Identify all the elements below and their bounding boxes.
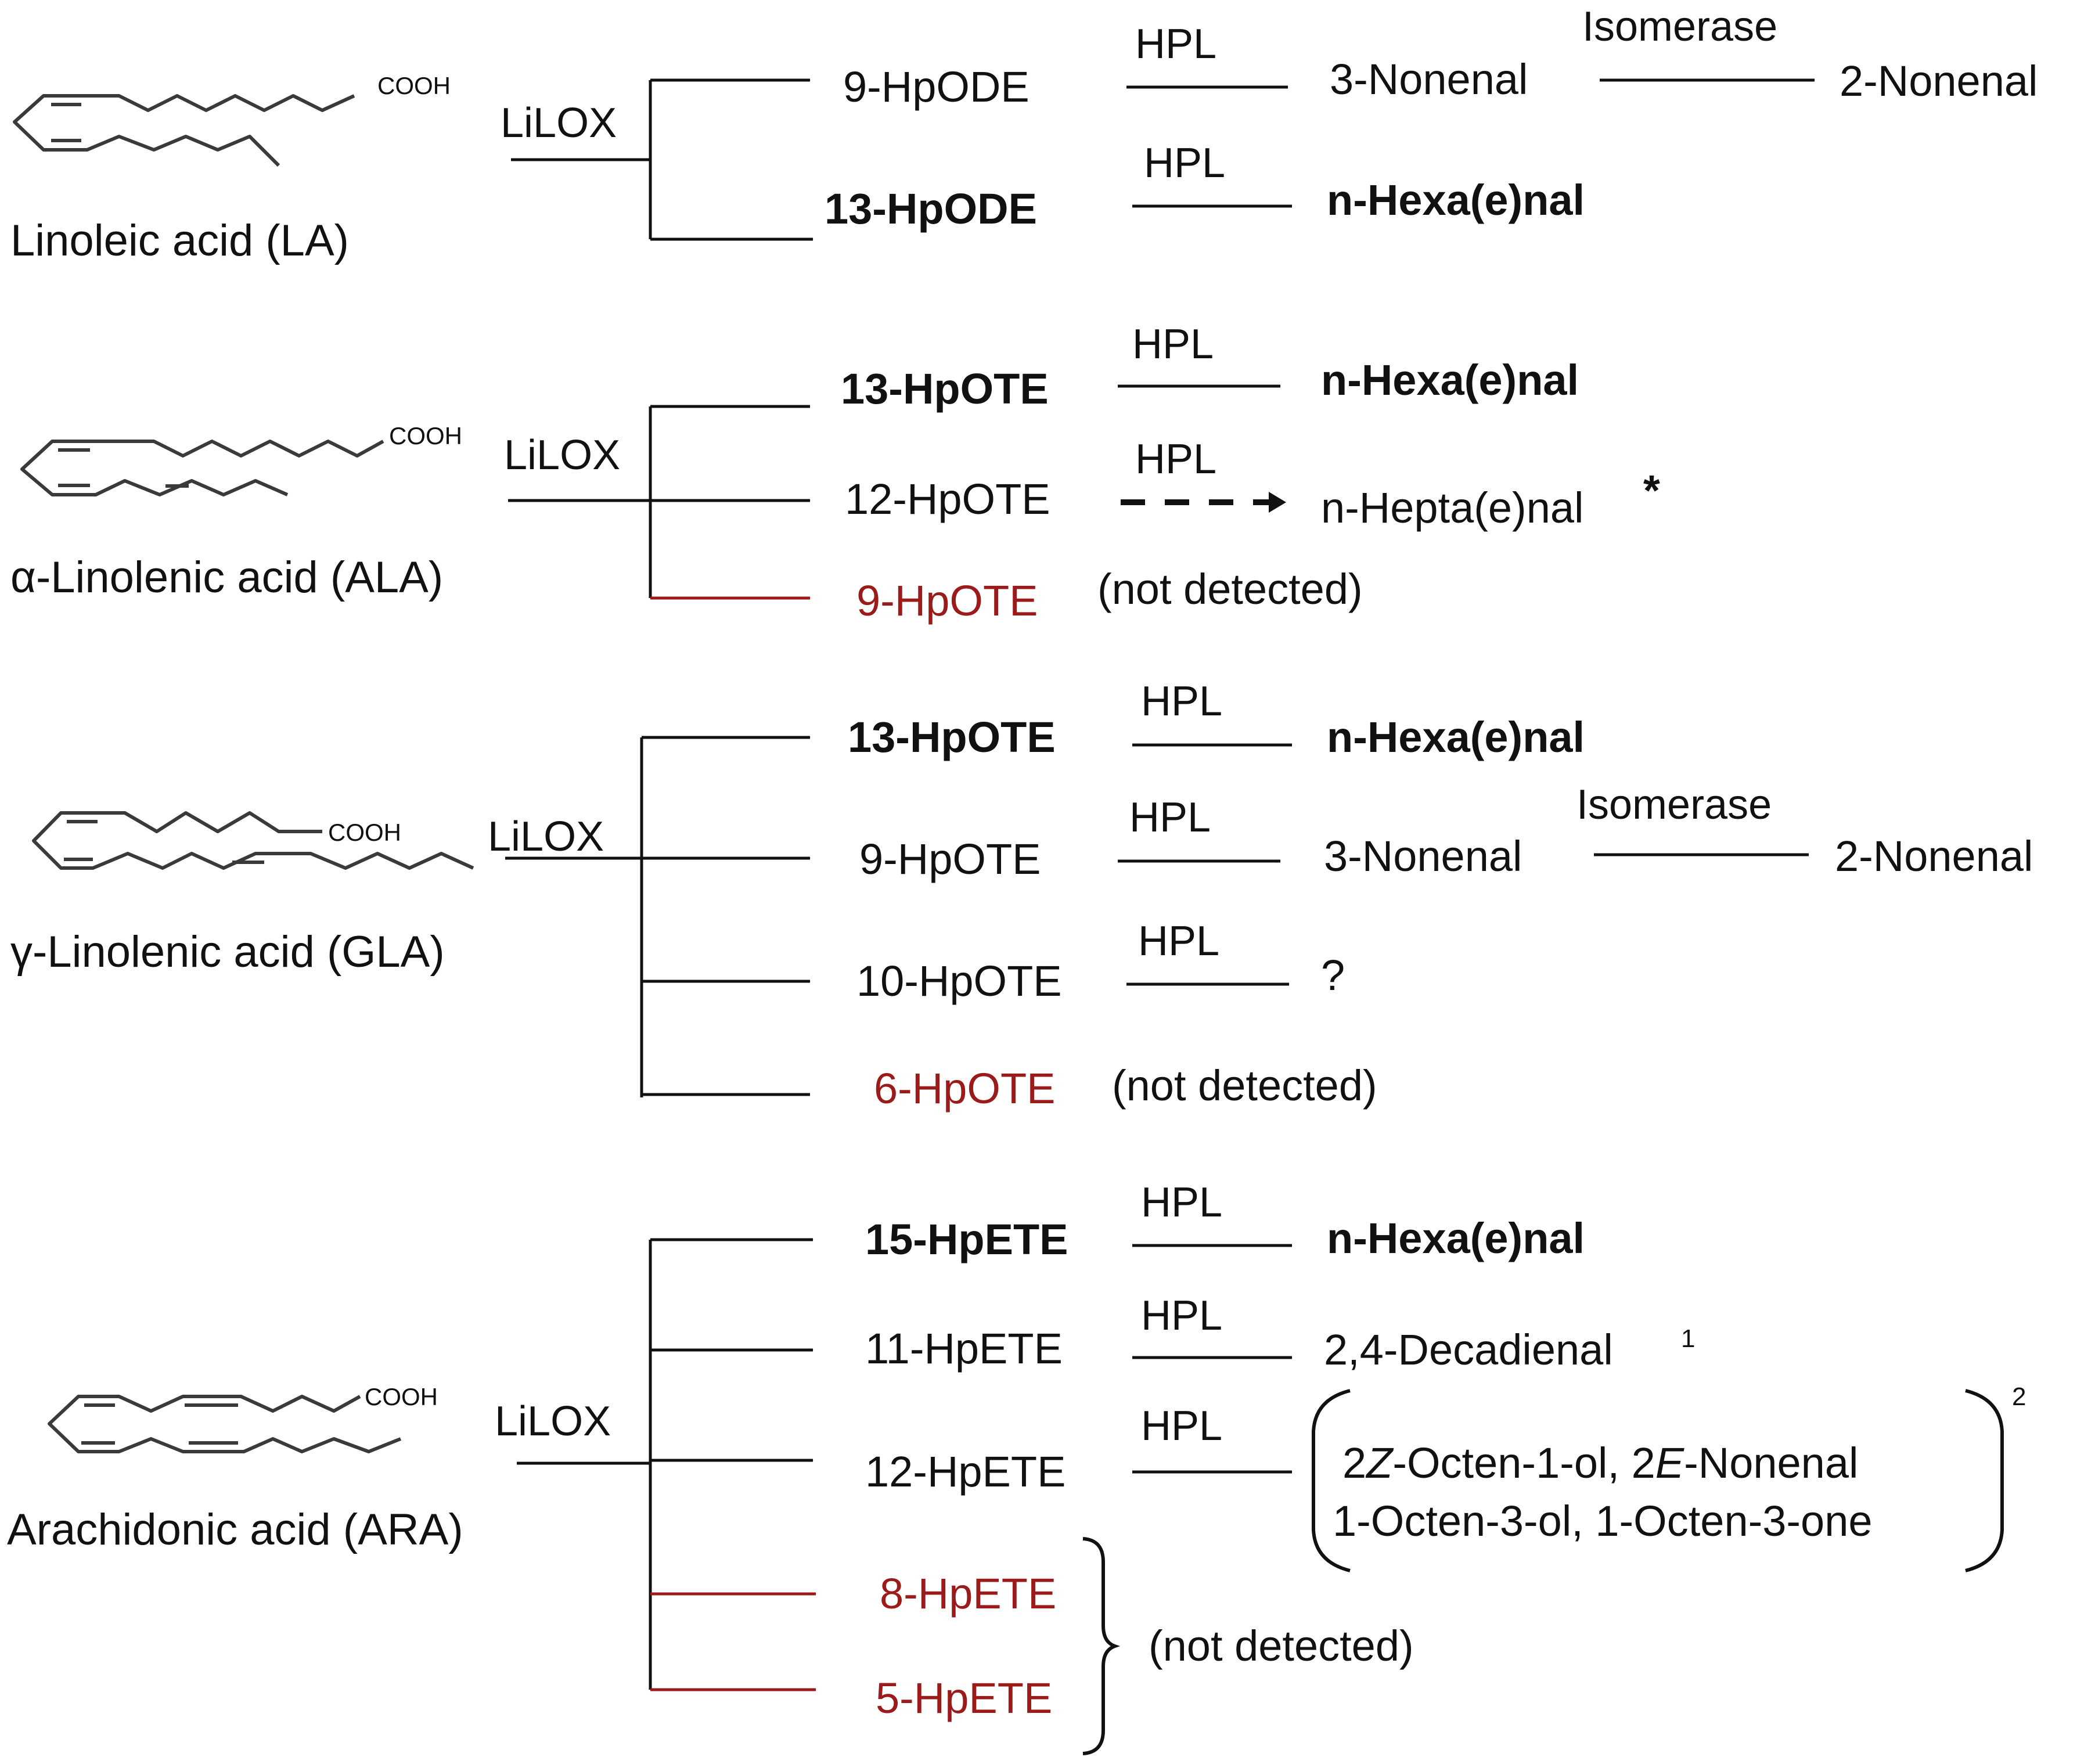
ala-n-hexaenal: n-Hexa(e)nal xyxy=(1321,356,1579,404)
gla-hpl-label-2: HPL xyxy=(1129,794,1211,841)
gamma-linolenic-acid-structure xyxy=(32,811,474,870)
ara-n-hexaenal: n-Hexa(e)nal xyxy=(1327,1214,1585,1262)
ara-footnote-2: 2 xyxy=(2012,1383,2026,1411)
ara-15-hpete: 15-HpETE xyxy=(865,1215,1068,1263)
ara-12-hpete: 12-HpETE xyxy=(865,1448,1066,1496)
gla-isomerase-label: Isomerase xyxy=(1576,782,1772,828)
gla-n-hexaenal: n-Hexa(e)nal xyxy=(1327,713,1585,761)
gla-substrate-label: γ-Linolenic acid (GLA) xyxy=(10,927,445,977)
la-isomerase-label: Isomerase xyxy=(1582,3,1777,50)
gla-hpl-label-1: HPL xyxy=(1141,678,1222,725)
ara-cooh-label: COOH xyxy=(365,1383,438,1410)
gla-13-hpote: 13-HpOTE xyxy=(848,713,1056,761)
ara-product-line-1: 2Z-Octen-1-ol, 2E-Nonenal xyxy=(1342,1439,1858,1487)
ara-substrate-label: Arachidonic acid (ARA) xyxy=(7,1505,463,1554)
ara-hpl-label-3: HPL xyxy=(1141,1403,1222,1449)
gla-3-nonenal: 3-Nonenal xyxy=(1324,832,1522,880)
ara-footnote-1: 1 xyxy=(1681,1324,1695,1353)
ara-not-detected-brace xyxy=(1082,1537,1121,1755)
la-2-nonenal: 2-Nonenal xyxy=(1840,57,2038,105)
ara-lilox-label: LiLOX xyxy=(495,1398,611,1445)
linoleic-acid-structure xyxy=(13,94,355,167)
ara-24-decadienal: 2,4-Decadienal xyxy=(1324,1326,1613,1374)
ara-hpl-label-1: HPL xyxy=(1141,1179,1222,1226)
ala-cooh-label: COOH xyxy=(389,422,462,449)
ara-5-hpete: 5-HpETE xyxy=(876,1674,1052,1722)
ala-13-hpote: 13-HpOTE xyxy=(841,365,1049,413)
ara-hpl-label-2: HPL xyxy=(1141,1293,1222,1339)
ala-asterisk: * xyxy=(1643,466,1660,514)
gla-2-nonenal: 2-Nonenal xyxy=(1835,832,2033,880)
la-13-hpode: 13-HpODE xyxy=(825,185,1037,233)
gla-unknown-product: ? xyxy=(1321,951,1345,999)
la-cooh-label: COOH xyxy=(377,72,451,99)
ala-n-heptaenal: n-Hepta(e)nal xyxy=(1321,484,1583,532)
la-hpl-label-2: HPL xyxy=(1144,140,1225,186)
ara-not-detected: (not detected) xyxy=(1149,1622,1414,1670)
ara-branch-lines xyxy=(517,1238,813,1690)
la-3-nonenal: 3-Nonenal xyxy=(1330,55,1528,103)
gla-section: COOH γ-Linolenic acid (GLA) LiLOX 13-HpO… xyxy=(10,678,2033,1113)
ala-substrate-label: α-Linolenic acid (ALA) xyxy=(10,553,443,602)
ala-not-detected: (not detected) xyxy=(1097,565,1363,613)
ara-section: COOH Arachidonic acid (ARA) LiLOX 15-HpE… xyxy=(7,1179,2026,1755)
ara-product-line-2: 1-Octen-3-ol, 1-Octen-3-one xyxy=(1333,1497,1873,1545)
alpha-linolenic-acid-structure xyxy=(20,440,384,496)
ala-9-hpote: 9-HpOTE xyxy=(856,577,1038,625)
ala-hpl-label-2: HPL xyxy=(1135,436,1216,483)
la-9-hpode: 9-HpODE xyxy=(843,63,1029,111)
la-lilox-label: LiLOX xyxy=(501,100,617,146)
la-hpl-label-1: HPL xyxy=(1135,21,1216,67)
ala-dashed-arrowhead xyxy=(1269,492,1286,513)
ara-11-hpete: 11-HpETE xyxy=(865,1324,1063,1373)
ala-section: COOH α-Linolenic acid (ALA) LiLOX 13-HpO… xyxy=(10,321,1660,625)
gla-branch-lines xyxy=(505,736,811,1097)
ala-hpl-label-1: HPL xyxy=(1132,321,1214,368)
la-n-hexaenal: n-Hexa(e)nal xyxy=(1327,176,1585,224)
la-section: COOH Linoleic acid (LA) LiLOX 9-HpODE HP… xyxy=(10,3,2038,265)
ara-product-right-bracket xyxy=(1965,1389,2004,1572)
gla-9-hpote: 9-HpOTE xyxy=(859,835,1041,883)
arachidonic-acid-structure xyxy=(48,1395,402,1453)
gla-cooh-label: COOH xyxy=(328,819,401,846)
gla-6-hpote: 6-HpOTE xyxy=(874,1064,1056,1113)
gla-10-hpote: 10-HpOTE xyxy=(856,957,1062,1005)
ala-12-hpote: 12-HpOTE xyxy=(845,475,1050,523)
gla-hpl-label-3: HPL xyxy=(1138,918,1219,964)
gla-lilox-label: LiLOX xyxy=(488,813,604,860)
ara-product-left-bracket xyxy=(1312,1389,1351,1572)
ala-lilox-label: LiLOX xyxy=(504,432,620,478)
gla-not-detected: (not detected) xyxy=(1112,1061,1377,1110)
la-substrate-label: Linoleic acid (LA) xyxy=(10,216,349,265)
la-branch-lines xyxy=(511,78,813,241)
ara-8-hpete: 8-HpETE xyxy=(880,1569,1056,1618)
ala-branch-lines xyxy=(508,405,811,598)
